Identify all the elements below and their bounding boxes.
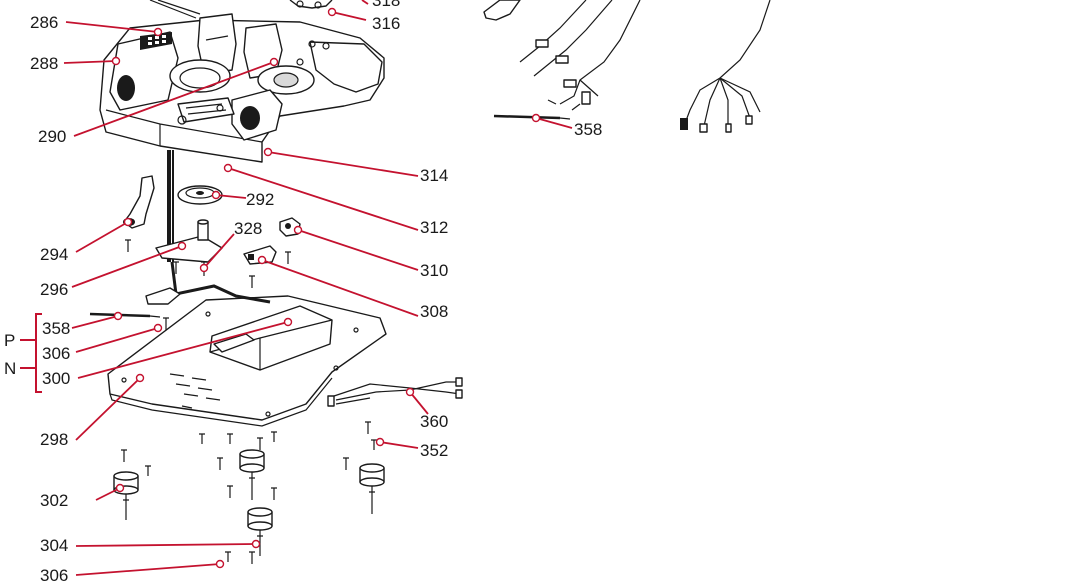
label-328: 328 xyxy=(234,219,262,238)
label-312: 312 xyxy=(420,218,448,237)
part-316-bracket xyxy=(289,0,333,9)
label-288: 288 xyxy=(30,54,58,73)
label-296: 296 xyxy=(40,280,68,299)
top-cover-assembly xyxy=(99,0,385,163)
label-298: 298 xyxy=(40,430,68,449)
bracket-p-label: P xyxy=(4,331,15,350)
label-308: 308 xyxy=(420,302,448,321)
part-308-clip xyxy=(243,245,277,265)
label-300: 300 xyxy=(42,369,70,388)
part-358-pin-left xyxy=(89,312,161,318)
label-314: 314 xyxy=(420,166,448,185)
label-306-upper: 306 xyxy=(42,344,70,363)
label-306-lower: 306 xyxy=(40,566,68,585)
part-labels: 286 288 290 292 294 296 328 358 306 300 … xyxy=(30,0,602,585)
rubber-feet xyxy=(113,449,385,556)
cable-plug-top xyxy=(483,0,521,21)
label-286: 286 xyxy=(30,13,58,32)
leader-lines xyxy=(63,0,573,576)
ribbon-cable xyxy=(145,261,271,305)
cable-set-top xyxy=(519,0,641,111)
label-292: 292 xyxy=(246,190,274,209)
part-358-pin-right xyxy=(493,114,571,120)
bracket-n-label: N xyxy=(4,359,16,378)
label-290: 290 xyxy=(38,127,66,146)
label-358-right: 358 xyxy=(574,120,602,139)
label-304: 304 xyxy=(40,536,68,555)
part-296-plate xyxy=(155,219,223,263)
wiring-harness-right xyxy=(680,0,771,133)
label-352: 352 xyxy=(420,441,448,460)
label-360: 360 xyxy=(420,412,448,431)
loose-screws-lower xyxy=(121,421,377,564)
pn-bracket: P N xyxy=(4,313,42,393)
part-306-screw-upper xyxy=(163,317,169,330)
part-360-cable xyxy=(327,377,463,407)
label-310: 310 xyxy=(420,261,448,280)
label-294: 294 xyxy=(40,245,68,264)
label-316: 316 xyxy=(372,14,400,33)
label-358-left: 358 xyxy=(42,319,70,338)
part-300-module xyxy=(209,305,333,371)
label-318: 318 xyxy=(372,0,400,10)
label-302: 302 xyxy=(40,491,68,510)
leader-dots xyxy=(111,7,541,569)
